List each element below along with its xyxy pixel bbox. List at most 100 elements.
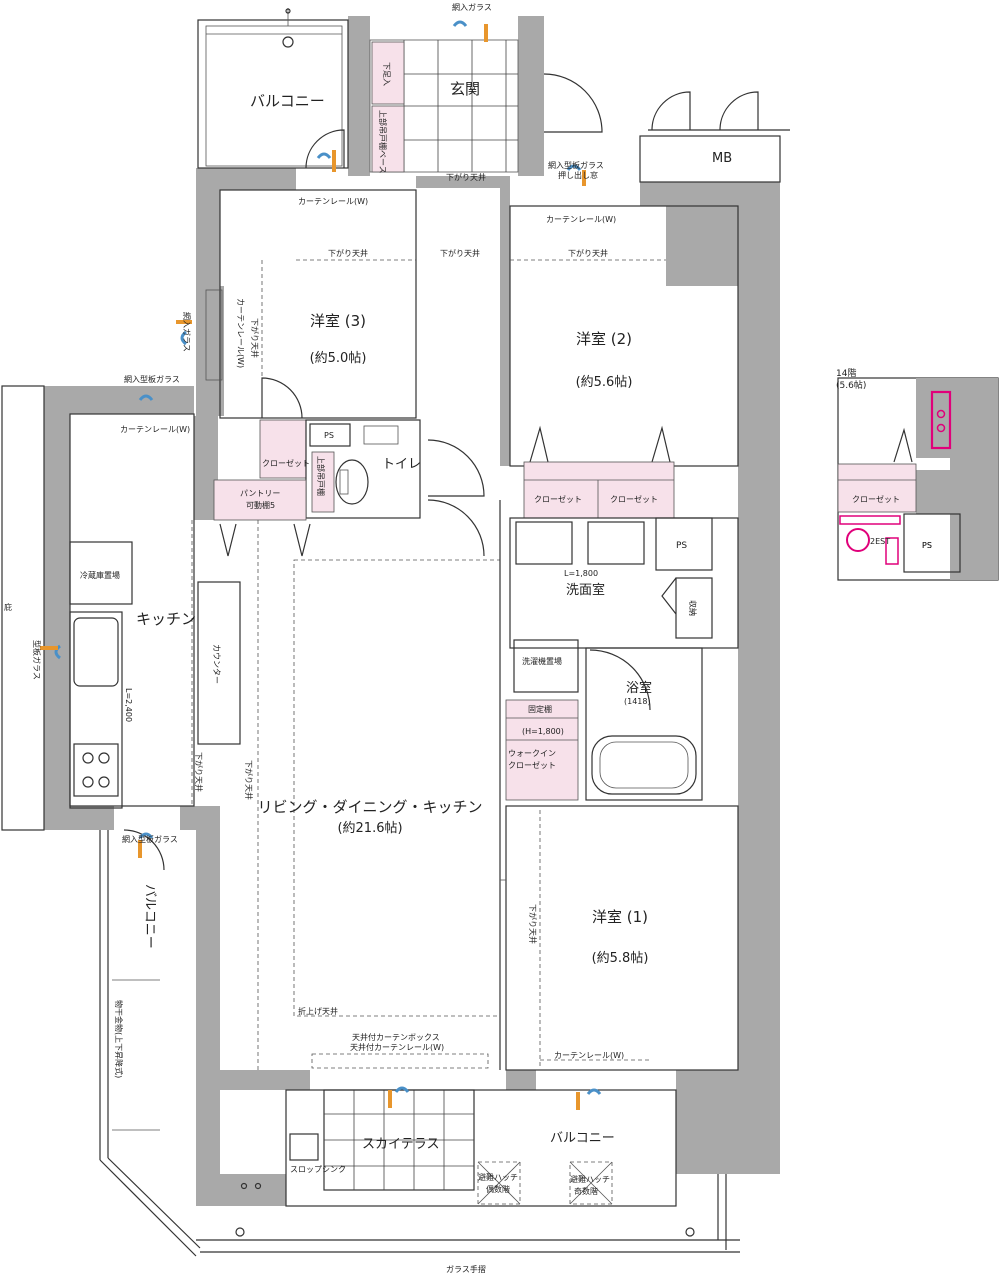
label-shoe-box: 下足入 bbox=[382, 62, 391, 86]
label-washer: 洗濯機置場 bbox=[522, 656, 562, 666]
label-slop-sink: スロップシンク bbox=[290, 1165, 346, 1174]
kitchen bbox=[69, 413, 311, 1070]
room-western-3-size: (約5.0帖) bbox=[310, 351, 367, 366]
room-washroom: 洗面室 bbox=[566, 582, 605, 598]
closet-toilet-block bbox=[259, 419, 485, 557]
label-ceiling-a: 下がり天井 bbox=[328, 248, 368, 258]
label-curtain-rail-vertical: カーテンレール(W) bbox=[236, 298, 245, 368]
room-western-1-name: 洋室 (1) bbox=[592, 908, 648, 926]
label-inset-floor: 14階 bbox=[836, 368, 856, 379]
room-mb: MB bbox=[712, 151, 732, 166]
label-ceiling-b: 下がり天井 bbox=[440, 248, 480, 258]
label-ceiling-vert: 下がり天井 bbox=[250, 318, 260, 358]
western-room-1 bbox=[500, 805, 739, 1071]
room-bath-name: 浴室 bbox=[626, 680, 652, 696]
label-hanger: 物干金物(上下昇降式) bbox=[114, 1000, 124, 1078]
room-ldk-size: (約21.6帖) bbox=[337, 821, 402, 836]
room-balcony-left: バルコニー bbox=[142, 884, 157, 949]
washroom bbox=[509, 517, 739, 711]
label-left-edge: 庇 bbox=[4, 602, 12, 612]
walkin-closet bbox=[505, 699, 579, 801]
room-western-3-name: 洋室 (3) bbox=[310, 312, 366, 330]
label-inset-tag: 2EST bbox=[870, 537, 890, 546]
entrance bbox=[369, 39, 603, 173]
label-toilet-shelf: 上部吊戸棚 bbox=[316, 456, 326, 496]
label-hatch-a2: 偶数階 bbox=[486, 1184, 510, 1194]
western-room-3 bbox=[205, 189, 417, 419]
label-ceiling-1: 下がり天井 bbox=[528, 904, 538, 944]
label-glass-handrail: ガラス手摺 bbox=[446, 1264, 486, 1274]
left-strip bbox=[1, 385, 45, 831]
label-hatch-a1: 避難ハッチ bbox=[478, 1172, 518, 1182]
entrance-tiles bbox=[403, 40, 518, 172]
label-inset-size: (5.6帖) bbox=[836, 379, 866, 391]
label-curtain-rail-1: カーテンレール(W) bbox=[554, 1051, 624, 1060]
mb-area bbox=[639, 91, 790, 183]
label-inset-closet: クローゼット bbox=[852, 494, 900, 504]
window-markers bbox=[40, 20, 602, 1110]
room-balcony-top: バルコニー bbox=[250, 92, 325, 110]
room-bath-size: (1418) bbox=[624, 697, 651, 706]
label-wired-patterned-bal: 網入型板ガラス bbox=[122, 834, 178, 844]
label-walkin-2: クローゼット bbox=[508, 760, 556, 770]
shoe-space bbox=[371, 105, 405, 173]
label-hatch-b1: 避難ハッチ bbox=[570, 1174, 610, 1184]
label-ceiling-c: 下がり天井 bbox=[568, 248, 608, 258]
bathroom bbox=[585, 647, 703, 801]
western-room-2 bbox=[509, 205, 739, 519]
room-kitchen: キッチン bbox=[136, 610, 196, 628]
label-l2400: L=2,400 bbox=[124, 688, 133, 722]
shoe-box bbox=[371, 41, 405, 105]
ps-label-2: PS bbox=[676, 541, 687, 551]
label-pantry: パントリー bbox=[240, 489, 280, 498]
label-push-window: 押し出し窓 bbox=[558, 170, 598, 180]
label-walkin-1: ウォークイン bbox=[508, 749, 556, 758]
room-balcony-bottom: バルコニー bbox=[550, 1131, 615, 1146]
walls bbox=[44, 16, 780, 1206]
pantry bbox=[213, 479, 307, 521]
label-closet-2a: クローゼット bbox=[534, 494, 582, 504]
label-curtain-box-1: 天井付カーテンボックス bbox=[352, 1032, 440, 1042]
label-hatch-b2: 奇数階 bbox=[574, 1186, 598, 1196]
room-western-2-name: 洋室 (2) bbox=[576, 330, 632, 348]
room-western-1-size: (約5.8帖) bbox=[592, 951, 649, 966]
label-ceiling-k2: 下がり天井 bbox=[244, 760, 254, 800]
ldk bbox=[293, 500, 501, 1070]
label-closet-2b: クローゼット bbox=[610, 494, 658, 504]
label-inset-ps: PS bbox=[922, 541, 932, 550]
label-fridge: 冷蔵庫置場 bbox=[80, 570, 120, 580]
balcony-left bbox=[99, 829, 201, 1257]
balcony-bottom bbox=[196, 1089, 740, 1253]
text-labels: バルコニー 玄関 MB 洋室 (3) (約5.0帖) 洋室 (2) (約5.6帖… bbox=[4, 2, 932, 1274]
ps-label-1: PS bbox=[324, 431, 334, 440]
label-patterned-glass-left: 型板ガラス bbox=[32, 640, 42, 680]
label-wired-patterned-kitchen: 網入型板ガラス bbox=[124, 374, 180, 384]
ps-label-3: PS bbox=[922, 541, 932, 550]
label-counter: カウンター bbox=[212, 644, 221, 684]
label-storage: 収納 bbox=[688, 600, 698, 616]
label-pantry-sub: 可動棚5 bbox=[246, 500, 275, 510]
label-l1800: L=1,800 bbox=[564, 569, 598, 578]
room-western-2-size: (約5.6帖) bbox=[576, 375, 633, 390]
room-entrance: 玄関 bbox=[450, 80, 480, 98]
room-toilet: トイレ bbox=[382, 457, 421, 472]
label-closet-3: クローゼット bbox=[262, 458, 310, 468]
label-shoe-space: 上部吊戸棚ベース bbox=[378, 110, 388, 174]
label-ceiling-k1: 下がり天井 bbox=[194, 752, 204, 792]
label-wired-glass-left: 網入ガラス bbox=[182, 312, 192, 352]
label-ceiling-entrance: 下がり天井 bbox=[446, 172, 486, 182]
label-curtain-box-2: 天井付カーテンレール(W) bbox=[350, 1042, 444, 1052]
room-sky-terrace: スカイテラス bbox=[362, 1137, 439, 1152]
label-curtain-rail-kitchen: カーテンレール(W) bbox=[120, 425, 190, 434]
label-fixed-shelf-h: (H=1,800) bbox=[522, 727, 564, 736]
balcony-top bbox=[197, 8, 349, 169]
label-wired-glass-top: 網入ガラス bbox=[452, 2, 492, 12]
label-fold-ceiling: 折上げ天井 bbox=[298, 1006, 338, 1016]
label-curtain-rail-2: カーテンレール(W) bbox=[546, 215, 616, 224]
inset-14f bbox=[837, 377, 999, 581]
room-ldk-name: リビング・ダイニング・キッチン bbox=[257, 798, 482, 816]
label-curtain-rail-3: カーテンレール(W) bbox=[298, 197, 368, 206]
label-wired-patterned-push: 網入型板ガラス bbox=[548, 160, 604, 170]
label-fixed-shelf: 固定棚 bbox=[528, 704, 552, 714]
